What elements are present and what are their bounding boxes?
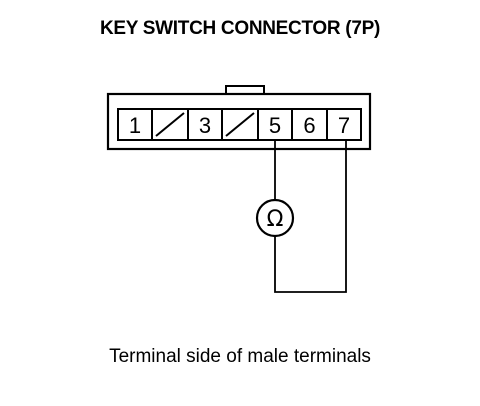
empty-cavity-slash-2 — [155, 112, 185, 137]
lead-pin-7 — [274, 140, 347, 293]
pin-label-1: 1 — [129, 113, 141, 138]
diagram-caption: Terminal side of male terminals — [109, 346, 371, 367]
ohmmeter-icon: Ω — [255, 198, 295, 238]
pin-label-3: 3 — [199, 113, 211, 138]
test-leads — [274, 140, 347, 293]
pin-cell-7 — [326, 108, 362, 141]
empty-cavity-slash-4 — [225, 112, 255, 137]
pin-label-6: 6 — [303, 113, 315, 138]
connector-lock-tab — [225, 85, 265, 95]
diagram-title: KEY SWITCH CONNECTOR (7P) — [100, 18, 380, 39]
pin-label-5: 5 — [269, 113, 281, 138]
ohm-symbol: Ω — [267, 207, 284, 232]
pin-label-7: 7 — [338, 113, 350, 138]
pin-row: 1 3 5 6 7 — [117, 108, 362, 141]
